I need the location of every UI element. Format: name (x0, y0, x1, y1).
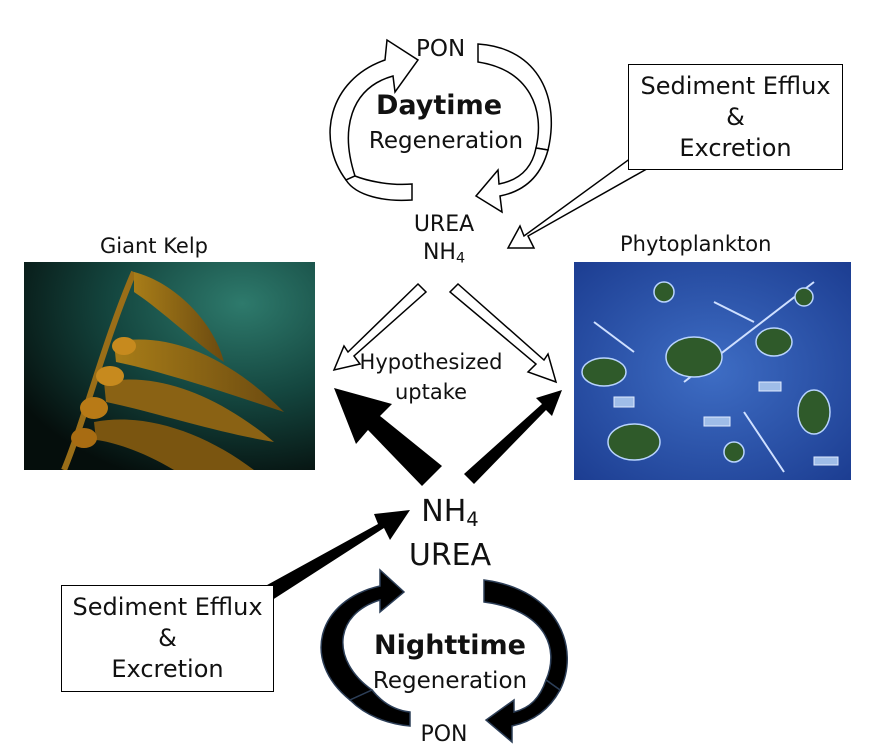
sediment-box-bottom-line2: & (158, 624, 177, 652)
sediment-box-top-line2: & (726, 102, 745, 131)
phytoplankton-photo (574, 262, 851, 480)
arrow-top-sediment-to-urea (506, 148, 654, 249)
hypothesized-uptake-line1: Hypothesized (359, 350, 503, 374)
sediment-box-bottom-line3: Excretion (111, 655, 224, 683)
nighttime-subtitle: Regeneration (372, 668, 528, 694)
nighttime-cycle-arrow-left (320, 568, 406, 701)
giant-kelp-label: Giant Kelp (100, 234, 209, 258)
giant-kelp-photo (24, 262, 315, 470)
nighttime-pon-label: PON (420, 722, 468, 747)
sediment-box-top-line1: Sediment Efflux (640, 71, 831, 100)
hypothesized-uptake-line2: uptake (394, 380, 468, 404)
arrow-bottom-sediment-to-nh4 (258, 510, 410, 604)
daytime-subtitle: Regeneration (368, 128, 524, 154)
daytime-cycle-arrows (329, 38, 552, 214)
arrow-night-to-phytoplankton (464, 390, 562, 484)
nighttime-title: Nighttime (374, 630, 526, 661)
daytime-cycle-arrow-upper (329, 38, 420, 181)
nighttime-nh4-label: NH4 (421, 494, 479, 531)
daytime-urea-label: UREA (413, 212, 475, 237)
phytoplankton-label: Phytoplankton (620, 232, 772, 256)
sediment-box-top-line3: Excretion (679, 133, 792, 162)
sediment-box-bottom-line1: Sediment Efflux (72, 593, 263, 621)
sediment-efflux-box-bottom: Sediment Efflux & Excretion (61, 585, 274, 692)
nighttime-cycle-arrows (320, 568, 568, 744)
nighttime-cycle-arrow-right-bottom (484, 678, 561, 744)
daytime-cycle-arrow-left-inner (344, 175, 413, 202)
sediment-efflux-box-top: Sediment Efflux & Excretion (628, 64, 843, 170)
daytime-nh4-label: NH4 (422, 240, 466, 267)
nighttime-urea-label: UREA (408, 538, 492, 573)
arrow-hypothesized-to-kelp (332, 282, 428, 372)
nighttime-cycle-arrow-left-bottom (348, 689, 411, 727)
arrow-night-to-kelp (334, 388, 442, 486)
daytime-pon-label: PON (416, 36, 466, 62)
arrow-hypothesized-to-phytoplankton (448, 282, 558, 384)
daytime-title: Daytime (376, 90, 503, 121)
daytime-cycle-arrow-lower (474, 147, 549, 214)
